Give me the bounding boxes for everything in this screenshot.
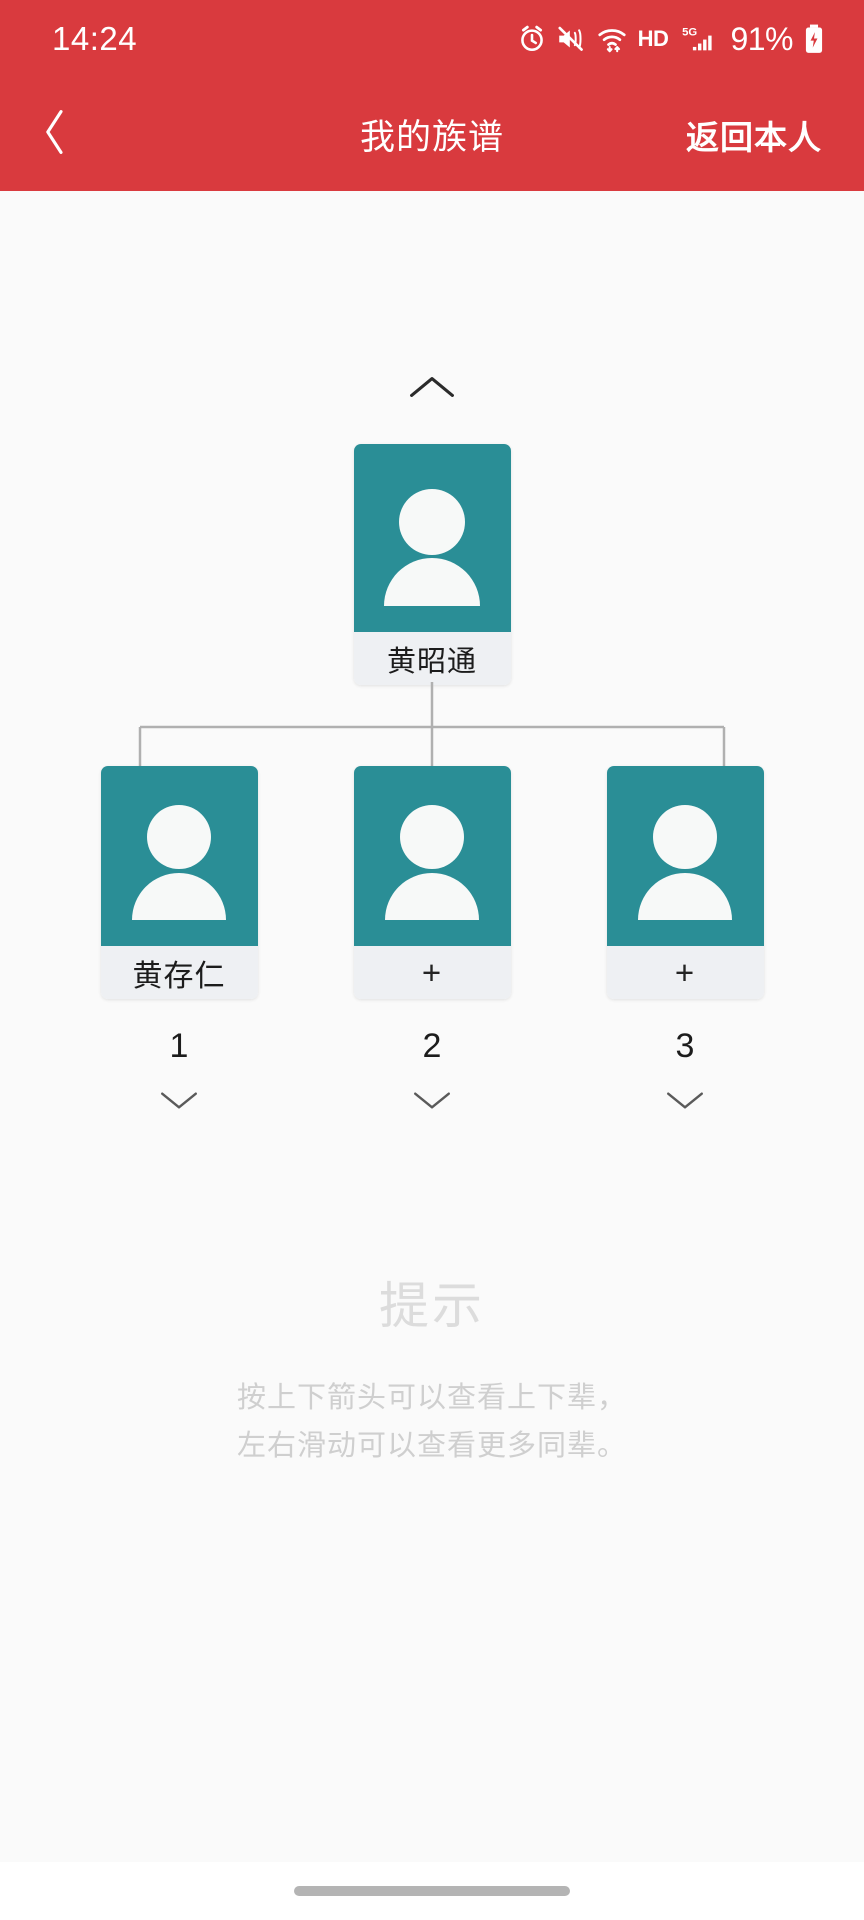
signal-5g-icon: 5G (681, 24, 715, 54)
alarm-icon (518, 25, 546, 53)
page-title: 我的族谱 (359, 118, 504, 157)
add-person-child-3[interactable]: + (606, 946, 764, 999)
battery-charging-icon (804, 24, 824, 54)
expand-descendants-button-3[interactable] (664, 1088, 706, 1117)
hint-line-1: 按上下箭头可以查看上下辈， (236, 1382, 627, 1414)
return-to-self-button[interactable]: 返回本人 (686, 118, 822, 156)
hint-title: 提示 (379, 1278, 485, 1334)
svg-text:5G: 5G (683, 27, 698, 39)
person-avatar-icon (100, 766, 258, 946)
expand-descendants-button-2[interactable] (411, 1088, 453, 1117)
hint-body: 按上下箭头可以查看上下辈， 左右滑动可以查看更多同辈。 (0, 1374, 864, 1470)
person-card-parent[interactable]: 黄昭通 (353, 444, 511, 685)
system-nav-bar (0, 1862, 864, 1920)
child-node-2: + 2 (353, 766, 511, 1117)
mute-vibrate-icon (557, 25, 586, 53)
app-bar: 我的族谱 返回本人 (0, 78, 864, 191)
child-node-1: 黄存仁 1 (100, 766, 258, 1117)
person-name-child-1: 黄存仁 (100, 946, 258, 999)
child-index-3: 3 (675, 1027, 695, 1065)
person-name-parent: 黄昭通 (353, 632, 511, 685)
child-index-2: 2 (422, 1027, 442, 1065)
hint-line-2: 左右滑动可以查看更多同辈。 (236, 1430, 627, 1462)
chevron-down-icon (158, 1088, 200, 1117)
person-avatar-icon (353, 444, 511, 632)
chevron-down-icon (664, 1088, 706, 1117)
expand-ancestors-button[interactable] (0, 373, 864, 406)
children-row: 黄存仁 1 (0, 766, 864, 1117)
battery-percent-label: 91% (730, 20, 793, 57)
chevron-left-icon (42, 108, 68, 161)
chevron-up-icon (408, 373, 456, 406)
chevron-down-icon (411, 1088, 453, 1117)
parent-node: 黄昭通 (0, 444, 864, 685)
family-tree-canvas: 黄昭通 黄存 (0, 191, 864, 1862)
expand-descendants-button-1[interactable] (158, 1088, 200, 1117)
child-node-3: + 3 (606, 766, 764, 1117)
person-card-child-2[interactable]: + (353, 766, 511, 999)
add-person-child-2[interactable]: + (353, 946, 511, 999)
hd-icon: HD (637, 26, 669, 51)
tree-connectors (0, 682, 864, 772)
person-avatar-icon (606, 766, 764, 946)
hint-block: 提示 按上下箭头可以查看上下辈， 左右滑动可以查看更多同辈。 (0, 1266, 864, 1470)
child-index-1: 1 (169, 1027, 189, 1065)
wifi-icon (597, 25, 627, 53)
status-bar: 14:24 (0, 0, 864, 78)
status-icon-group: HD 5G 91% (518, 21, 824, 58)
status-time: 14:24 (52, 20, 138, 57)
person-avatar-icon (353, 766, 511, 946)
home-gesture-pill[interactable] (294, 1886, 570, 1896)
person-card-child-3[interactable]: + (606, 766, 764, 999)
back-button[interactable] (20, 100, 90, 170)
person-card-child-1[interactable]: 黄存仁 (100, 766, 258, 999)
